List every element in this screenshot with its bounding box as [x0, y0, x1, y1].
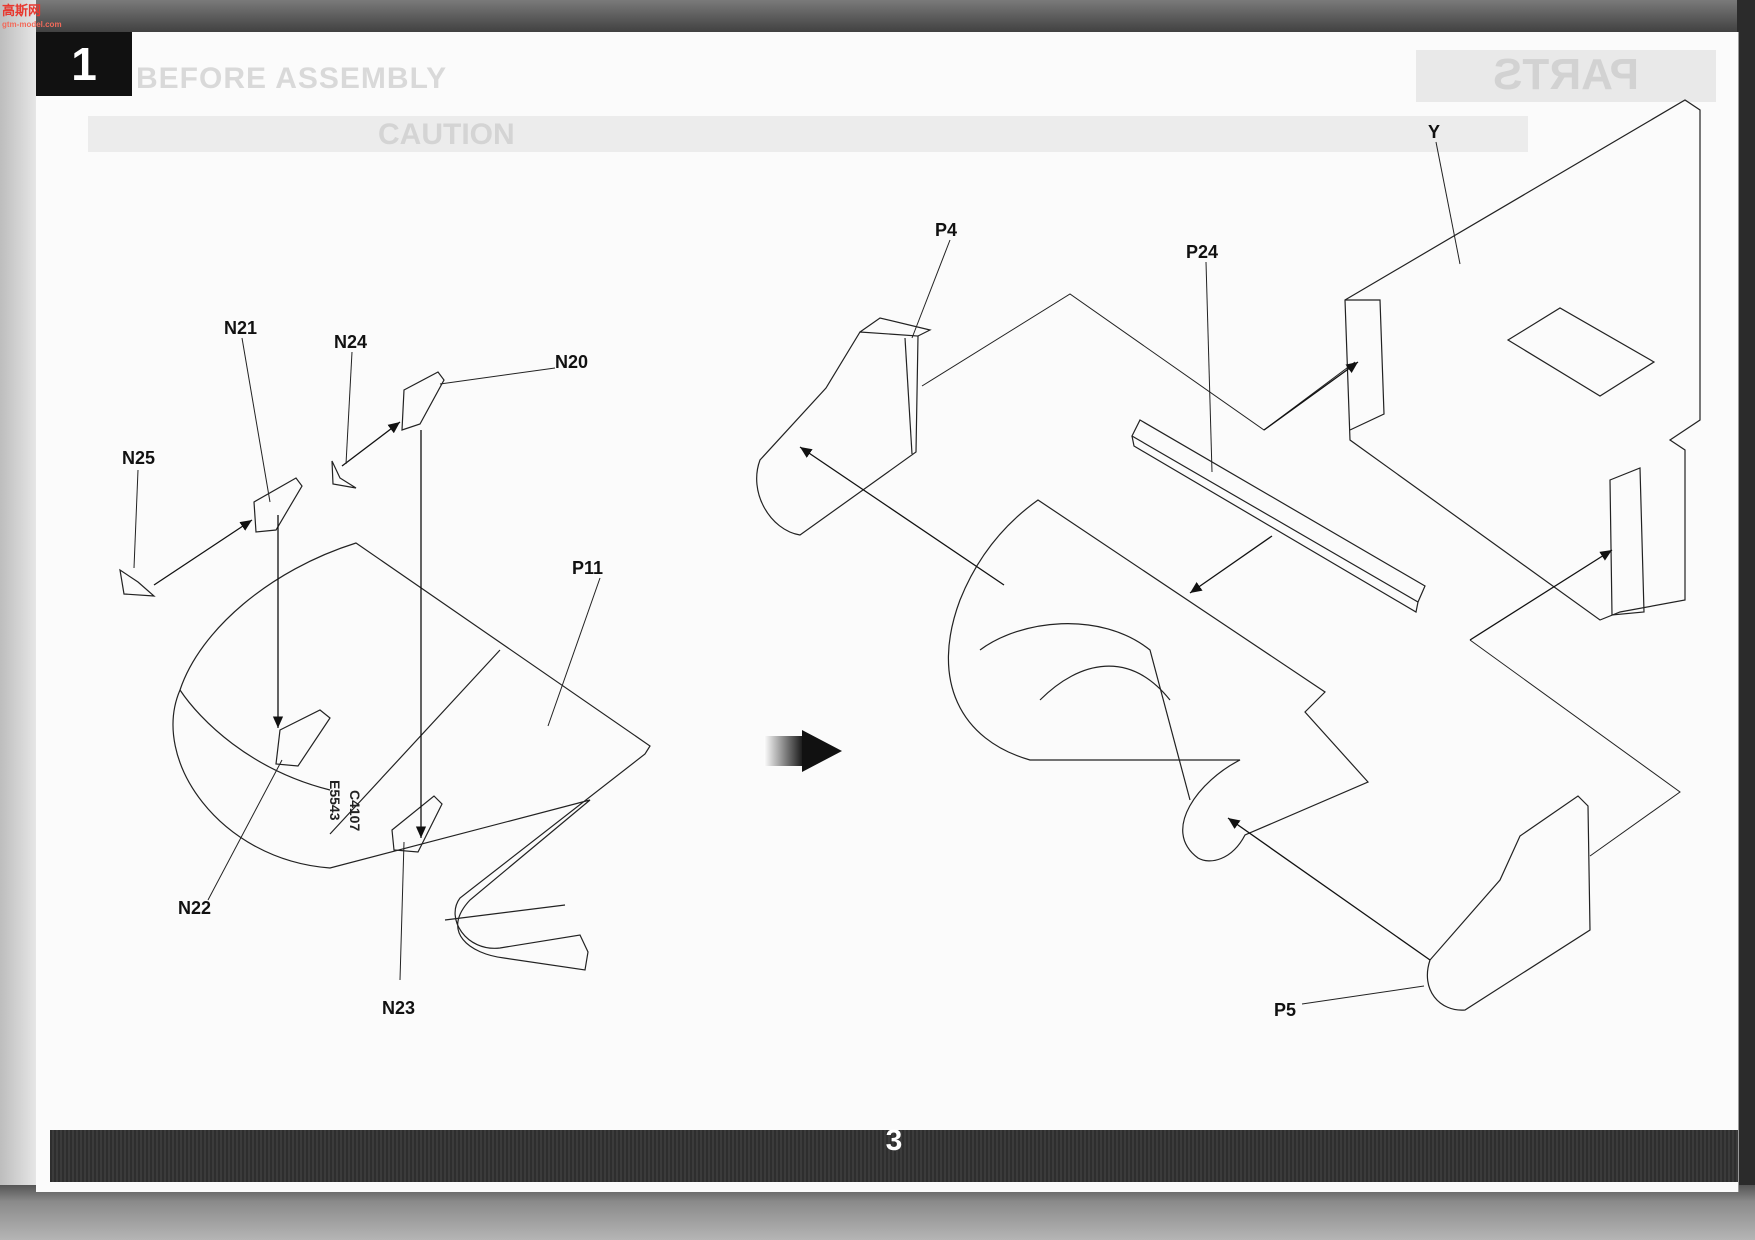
- marking-line-2: E5543: [327, 780, 343, 821]
- label-y: Y: [1428, 122, 1441, 142]
- part-n24: [331, 460, 357, 489]
- part-center-fender: [947, 499, 1370, 862]
- part-p4-bracket: [756, 317, 932, 536]
- part-n21: [253, 477, 303, 533]
- scan-left-border: [0, 0, 36, 1240]
- watermark-logo: 高斯网 gtm-model.com: [2, 3, 62, 30]
- instruction-page: CAUTION BEFORE ASSEMBLY PARTS 1 3: [36, 32, 1739, 1192]
- part-n23: [391, 795, 443, 853]
- part-n20: [401, 371, 445, 431]
- label-n21: N21: [224, 318, 258, 338]
- scan-right-border: [1737, 0, 1755, 1240]
- marking-line-1: C4107: [347, 790, 363, 831]
- direction-arrow-icon: [764, 730, 842, 772]
- label-n22: N22: [178, 898, 212, 918]
- part-p11-fender: [172, 542, 651, 971]
- page-footer: 3: [50, 1124, 1738, 1182]
- label-p4: P4: [935, 220, 958, 240]
- label-n23: N23: [382, 998, 416, 1018]
- label-p5: P5: [1274, 1000, 1297, 1020]
- part-p24-rail: [1131, 419, 1426, 613]
- part-n22: [275, 709, 331, 767]
- bleed-through-title: BEFORE ASSEMBLY: [136, 62, 448, 95]
- label-n24: N24: [334, 332, 368, 352]
- label-p24: P24: [1186, 242, 1219, 262]
- part-y-hull: [1344, 99, 1701, 621]
- page-number: 3: [885, 1124, 903, 1157]
- part-n25: [119, 568, 156, 597]
- label-n25: N25: [122, 448, 156, 468]
- step-number: 1: [36, 32, 132, 96]
- bleed-through-caution-bar: CAUTION: [88, 116, 1528, 152]
- scan-top-border: [0, 0, 1755, 36]
- part-p5-bracket: [1426, 795, 1591, 1011]
- label-p11: P11: [572, 558, 604, 578]
- part-marking-text: C4107 E5543: [327, 780, 363, 831]
- label-n20: N20: [555, 352, 589, 372]
- scan-bottom-border: [0, 1185, 1755, 1240]
